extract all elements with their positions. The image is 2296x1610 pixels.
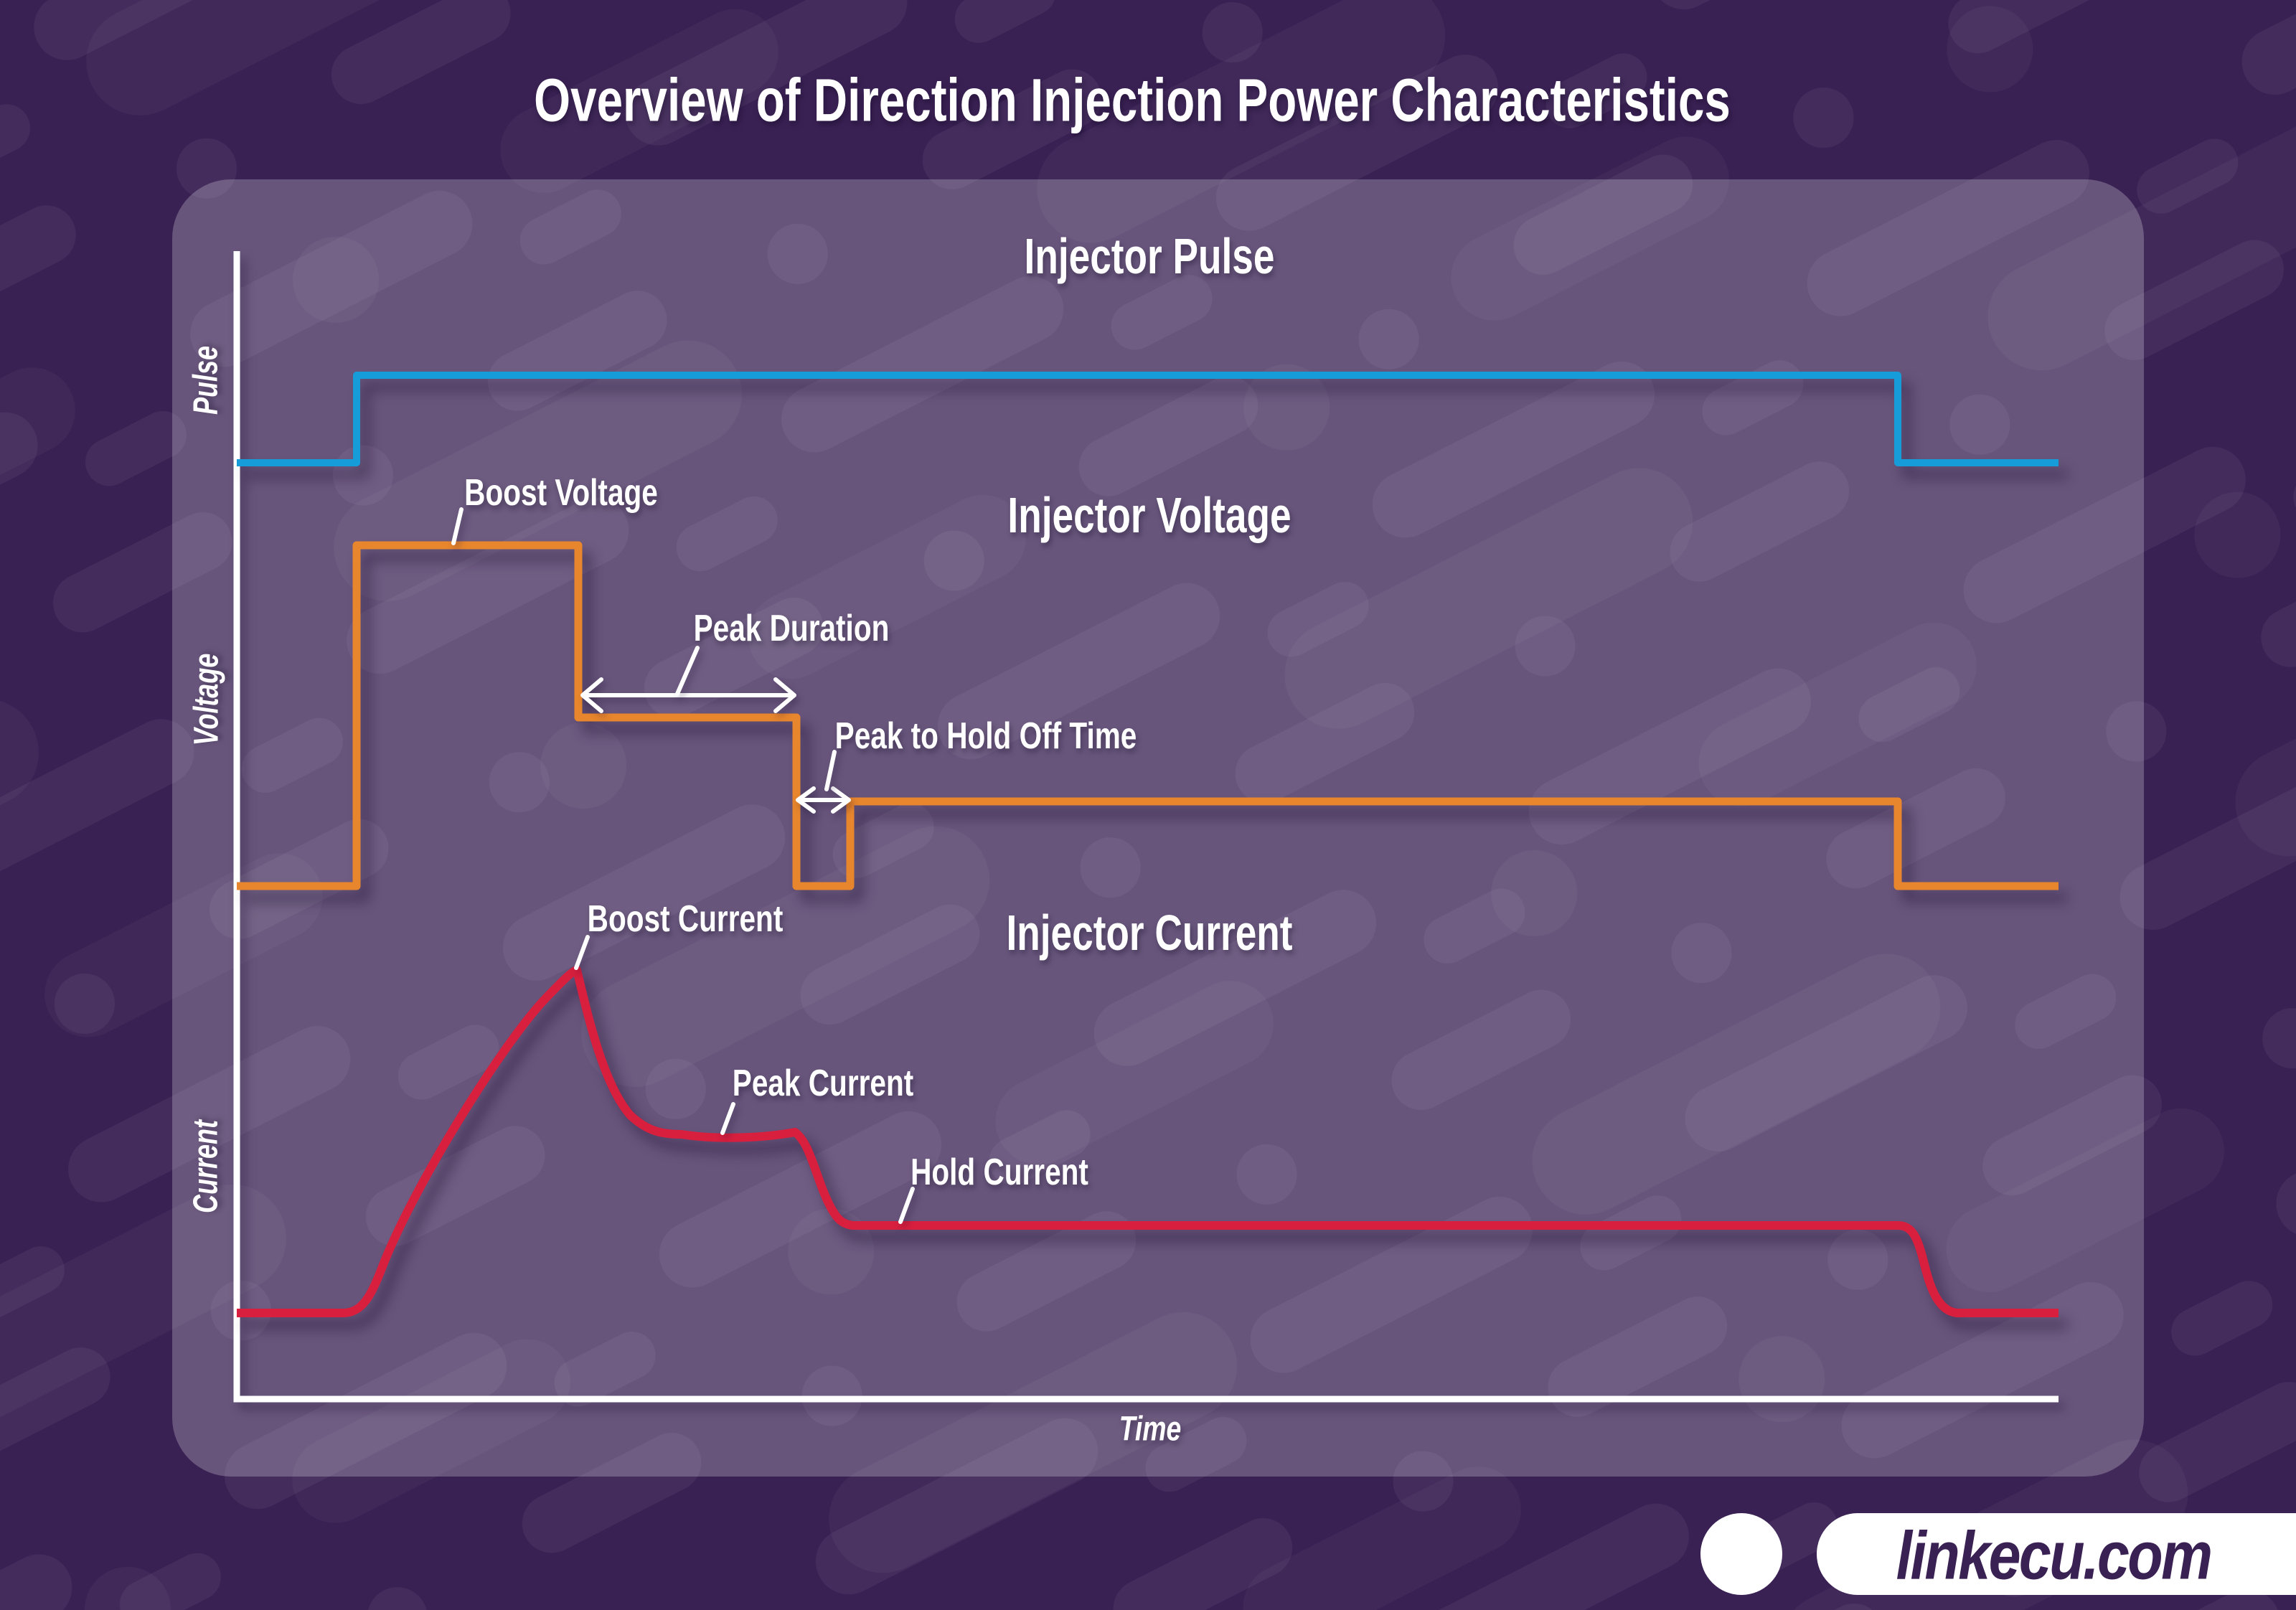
x-axis-label-time: Time — [1119, 1410, 1182, 1449]
boost-voltage-pointer — [451, 507, 464, 545]
page-title: Overview of Direction Injection Power Ch… — [534, 66, 1731, 134]
chart-panel — [172, 179, 2144, 1477]
heading-injector-pulse: Injector Pulse — [1024, 228, 1275, 284]
logo-pill — [1817, 1513, 2296, 1595]
label-peak-to-hold-off-time: Peak to Hold Off Time — [834, 715, 1137, 757]
heading-injector-current: Injector Current — [1006, 905, 1293, 961]
label-hold-current: Hold Current — [911, 1152, 1088, 1193]
label-boost-current: Boost Current — [587, 898, 784, 940]
peak-current-pointer — [720, 1102, 735, 1135]
peak-duration-arrow — [580, 677, 796, 713]
axes — [233, 251, 2059, 1403]
logo-dot — [1700, 1513, 1782, 1595]
voltage-waveform — [237, 541, 2059, 890]
y-axis-label-current: Current — [187, 1119, 225, 1214]
peak-duration-pointer — [675, 646, 700, 696]
hold-current-pointer — [898, 1187, 915, 1224]
boost-current-pointer — [574, 935, 590, 970]
current-waveform — [237, 966, 2059, 1317]
peak-to-hold-arrow — [796, 786, 851, 814]
heading-injector-voltage: Injector Voltage — [1007, 487, 1292, 543]
pulse-waveform — [237, 372, 2059, 466]
y-axis-label-voltage: Voltage — [187, 653, 226, 746]
label-peak-duration: Peak Duration — [693, 608, 890, 649]
logo-text: linkecu.com — [1896, 1517, 2213, 1594]
peak-to-hold-pointer — [824, 750, 837, 791]
y-axis-label-pulse: Pulse — [187, 345, 225, 415]
label-peak-current: Peak Current — [732, 1063, 914, 1104]
label-boost-voltage: Boost Voltage — [464, 472, 658, 514]
